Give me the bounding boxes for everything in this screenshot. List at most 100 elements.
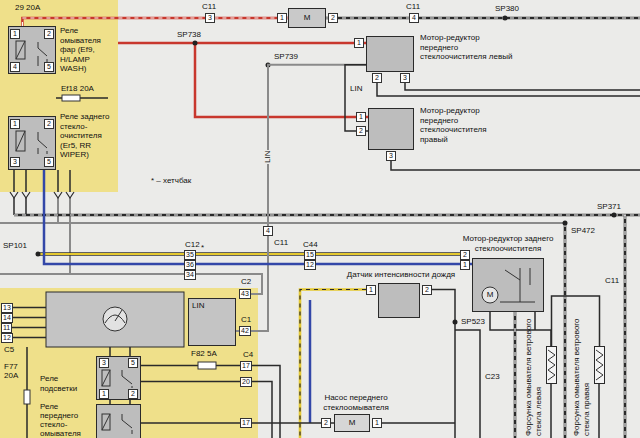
component-label: Реле переднего стекло-омывателя [40, 402, 92, 438]
fuse-box-panel [0, 0, 118, 192]
callout-label: C5 [3, 345, 15, 354]
wiper-motor-outline [366, 36, 414, 72]
callout-label: C11 [201, 2, 217, 11]
callout-label: C11 [405, 2, 421, 11]
wire-connector [44, 170, 472, 264]
splice-point [193, 41, 198, 46]
callout-label: C2 [240, 277, 252, 286]
relay-box-outline [96, 404, 141, 438]
pin-number: 2 [356, 126, 366, 136]
fuse-symbol [24, 95, 216, 404]
pin-number: 43 [239, 289, 251, 299]
relay-symbol [16, 131, 47, 154]
relay-symbol [102, 370, 132, 388]
wire-red [118, 43, 368, 117]
lin-interface: LIN [188, 298, 236, 346]
fuse-symbol [24, 390, 30, 404]
wiper-motor-outline [368, 108, 414, 150]
callout-label: C11 [273, 238, 289, 247]
wire [236, 65, 366, 331]
callout-label: F82 5A [190, 349, 218, 358]
component-label: Форсунка омывателя ветрового стекла лева… [524, 300, 543, 436]
wire-stripe [22, 18, 288, 26]
wire-black [11, 82, 640, 438]
callout-label: C4 [242, 350, 254, 359]
washer-nozzle-outline [546, 346, 557, 384]
callout-label: C23 [484, 372, 501, 381]
wiper-icon [103, 307, 127, 331]
callout-label: SP101 [2, 241, 28, 250]
pin-number: 3 [99, 358, 109, 368]
fuse-symbol [62, 95, 80, 101]
relay-box: Реле заднего стекло-очистителя (Er5, RR … [8, 112, 114, 170]
pin-number: 2 [372, 73, 382, 83]
pin-number: 35 [184, 250, 196, 260]
wire-connector [141, 423, 334, 424]
callout-label: C44 [302, 240, 319, 249]
relay-symbol [16, 41, 132, 434]
callout-label: SP371 [596, 202, 622, 211]
relay-box: Реле омывателя фар (Ef9, H/LAMP WASH) [8, 26, 114, 74]
component-label: M [334, 414, 370, 432]
pin-number: 1 [10, 29, 20, 39]
pin-number: 3 [400, 73, 410, 83]
pin-number: 3 [10, 157, 20, 167]
pin-number: 34 [184, 270, 196, 280]
component-label: M [288, 8, 326, 28]
component-body [368, 108, 414, 150]
signal-name: LIN [263, 150, 272, 164]
wire [141, 422, 334, 424]
washer-nozzle-outline [594, 346, 605, 384]
wiper-icon [103, 307, 127, 331]
pin-number: 2 [422, 285, 432, 295]
wiper-motor-outline [472, 258, 544, 312]
pin-number: 4 [10, 62, 20, 72]
component-body [46, 292, 184, 347]
callout-label: SP738 [176, 30, 202, 39]
pin-number: 4 [409, 13, 419, 23]
relay-box: Реле переднего стекло-омывателя [40, 402, 141, 438]
wire-yellow [38, 253, 460, 255]
connector-symbol [10, 192, 74, 198]
wire-blue [309, 300, 312, 423]
wire-yellow [38, 254, 460, 255]
signal-name: LIN [349, 84, 363, 93]
pin-number: 1 [460, 260, 470, 270]
pin-number: 1 [354, 38, 364, 48]
wire-black [11, 82, 640, 438]
wire-connector [236, 65, 366, 331]
wire [345, 65, 368, 131]
component-label: LIN [192, 301, 222, 311]
wire-yellow [38, 252, 460, 256]
component-body [96, 404, 141, 438]
component-label: Реле заднего стекло-очистителя (Er5, RR … [60, 112, 114, 160]
component-label: Реле омывателя фар (Ef9, H/LAMP WASH) [60, 26, 114, 74]
component-label: Форсунка омывателя ветрового стекла прав… [572, 300, 591, 436]
wire-black-white [14, 18, 640, 438]
relay-symbol [16, 41, 47, 66]
wire-connector [22, 18, 288, 26]
pin-number: 17 [240, 361, 252, 371]
splice-point [453, 320, 458, 325]
motor-symbol [482, 268, 535, 303]
pin-number: 13 [1, 303, 13, 313]
component-body [8, 116, 56, 170]
wire [22, 18, 288, 26]
pin-number: 42 [239, 326, 251, 336]
wiper-icon [105, 310, 125, 323]
pin-number: 2 [128, 389, 138, 399]
component-body [8, 26, 56, 74]
pin-number: 1 [366, 285, 376, 295]
callout-label: C1 [240, 315, 252, 324]
fuse-box-panel [0, 0, 258, 438]
component-label: Мотор-редуктор переднего стеклоочистител… [420, 33, 516, 62]
fuse-symbol [198, 362, 216, 369]
motor-symbol [500, 268, 535, 302]
splice-point [36, 16, 617, 325]
relay-box: Реле подсветки [40, 356, 141, 400]
callout-label: 29 20A [14, 3, 41, 12]
pin-number: 1 [356, 112, 366, 122]
motor-symbol [482, 287, 498, 303]
wiper-motor: Мотор-редуктор заднего стеклоочистителяM [440, 234, 576, 312]
